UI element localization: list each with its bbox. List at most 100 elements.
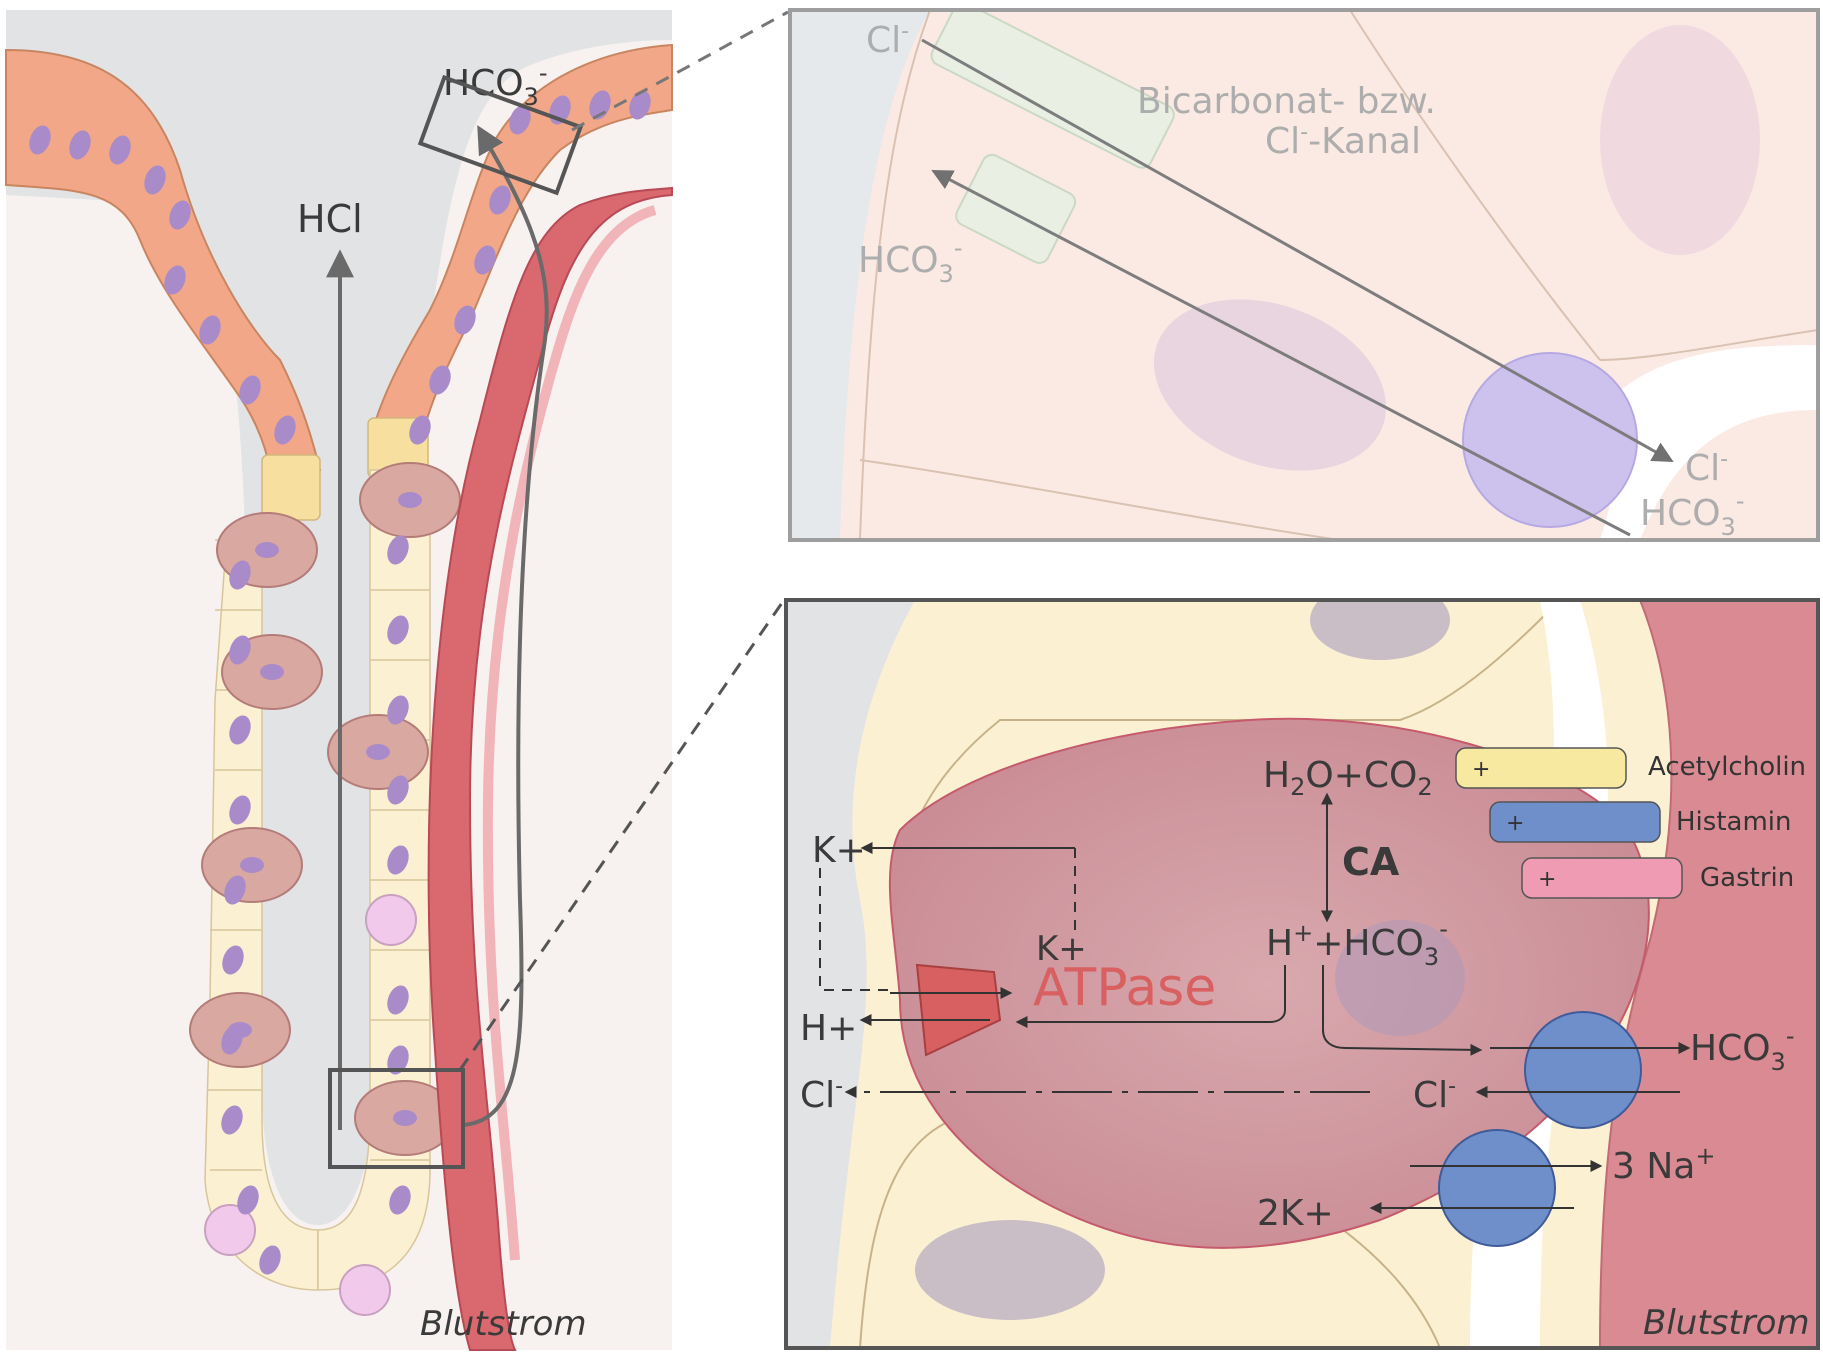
- na-label: 3 Na+: [1612, 1142, 1715, 1187]
- top-lumen: [790, 10, 930, 540]
- cell-nucleus: [164, 265, 186, 295]
- cell-nucleus: [229, 560, 251, 590]
- receptor-label: Acetylcholin: [1648, 752, 1806, 782]
- cell-nucleus: [474, 245, 496, 275]
- top-hco3-left-label: HCO3-: [858, 234, 963, 288]
- top-cl-label: Cl-: [866, 19, 909, 61]
- hco3-out-label: HCO3-: [1690, 1022, 1795, 1076]
- atpase-pump: [915, 963, 1002, 1057]
- left-panel: HCl HCO3- Blutstrom: [5, 10, 789, 1351]
- hco3-secretion-arrow: [931, 170, 1631, 537]
- endocrine-cell: [365, 894, 417, 946]
- receptor-label: Histamin: [1676, 807, 1791, 837]
- bottom-nucleus-low: [915, 1220, 1105, 1320]
- parietal-cell-nucleus: [398, 492, 422, 508]
- cell-nucleus: [387, 985, 409, 1015]
- endocrine-cell: [339, 1264, 391, 1316]
- blood-vessel: [427, 186, 673, 1351]
- cell-nucleus: [229, 635, 251, 665]
- top-cell-border-4: [859, 459, 1341, 540]
- top-cell-border-2: [1349, 10, 1601, 361]
- cell-nucleus: [169, 200, 191, 230]
- cell-nucleus: [239, 375, 261, 405]
- blood-vessel-highlight: [482, 205, 657, 1261]
- receptor-plus-sign: +: [1538, 867, 1556, 892]
- parietal-cell-nucleus: [260, 664, 284, 680]
- receptor-label: Gastrin: [1700, 863, 1794, 893]
- cell-nucleus: [229, 795, 251, 825]
- h-plus-to-pump-path: [1015, 965, 1286, 1028]
- left-blood-label: Blutstrom: [420, 1304, 587, 1344]
- k2-label: 2K+: [1257, 1193, 1334, 1234]
- cell-nucleus: [222, 945, 244, 975]
- cell-nucleus: [221, 1105, 243, 1135]
- cell-nucleus: [387, 775, 409, 805]
- cl-left-label: Cl-: [800, 1074, 843, 1116]
- top-cell-border-3: [1599, 329, 1818, 361]
- atpase-label: ATPase: [1033, 958, 1216, 1018]
- cell-nucleus: [509, 105, 531, 135]
- cell-nuclei: [29, 90, 651, 1275]
- bottom-lumen: [786, 600, 915, 1348]
- hcl-label: HCl: [297, 197, 363, 241]
- bottom-nucleus-top: [1310, 600, 1450, 660]
- cell-nucleus: [224, 875, 246, 905]
- bicarbonate-channel: [930, 10, 1175, 169]
- receptor-box: [1521, 857, 1683, 899]
- cl-uptake-arrow: [921, 38, 1674, 463]
- channel-label-line1: Bicarbonat- bzw.: [1137, 81, 1436, 122]
- cell-nucleus: [259, 1245, 281, 1275]
- cell-nucleus: [409, 415, 431, 445]
- h2o-co2-label: H2O+CO2: [1263, 755, 1433, 801]
- top-cl-right-label: Cl-: [1685, 447, 1728, 489]
- bicarbonate-channel-2: [955, 153, 1077, 264]
- k-plus-dashed-loop-left: [819, 868, 890, 991]
- bottom-panel-frame: [784, 598, 1820, 1350]
- cell-nucleus: [387, 535, 409, 565]
- cell-nucleus: [387, 695, 409, 725]
- top-blood-gap: [1600, 345, 1818, 540]
- cell-nucleus: [389, 1185, 411, 1215]
- receptor-list: +Acetylcholin+Histamin+Gastrin: [1455, 747, 1806, 899]
- channel-label-line2: Cl--Kanal: [1265, 120, 1421, 162]
- cell-nucleus: [629, 90, 651, 120]
- h-hco3-label: H++HCO3-: [1266, 915, 1448, 971]
- ca-label: CA: [1342, 840, 1400, 884]
- neck-cell-left: [261, 454, 321, 521]
- parietal-cell-nucleus: [393, 1110, 417, 1126]
- na-k-pump: [1438, 1129, 1556, 1247]
- top-hco3-right-label: HCO3-: [1640, 487, 1745, 541]
- hco3-cl-exchanger: [1524, 1011, 1642, 1129]
- parietal-cell-nucleus: [255, 542, 279, 558]
- cell-nucleus: [489, 185, 511, 215]
- parietal-cell-nucleus: [366, 744, 390, 760]
- cell-nucleus: [109, 135, 131, 165]
- top-panel-frame: [788, 8, 1820, 542]
- cell-nucleus: [229, 715, 251, 745]
- top-cell-border-1: [859, 10, 931, 540]
- receptor-box: [1489, 801, 1661, 843]
- receptor-plus-sign: +: [1506, 811, 1524, 836]
- endocrine-cell: [204, 1204, 256, 1256]
- cell-nucleus: [144, 165, 166, 195]
- parietal-nucleus: [1335, 920, 1465, 1036]
- zoom-connector-top: [571, 10, 789, 132]
- h-plus-label: H+: [800, 1008, 857, 1049]
- cell-nucleus: [274, 415, 296, 445]
- top-nucleus-1: [1153, 299, 1387, 471]
- cell-nucleus: [69, 130, 91, 160]
- cl-right-label: Cl-: [1413, 1074, 1456, 1116]
- hco3-exit-path: [1322, 965, 1483, 1056]
- cell-nucleus: [387, 845, 409, 875]
- cell-nucleus: [387, 1045, 409, 1075]
- top-nucleus-2: [1600, 25, 1760, 255]
- cell-nucleus: [221, 1025, 243, 1055]
- zoom-box-top: [417, 74, 584, 196]
- k-plus-inner-label: K+: [1036, 929, 1087, 969]
- parietal-cell-nucleus: [240, 857, 264, 873]
- basolateral-exchanger: [1462, 352, 1638, 528]
- cell-nucleus: [387, 615, 409, 645]
- cell-nucleus: [29, 125, 51, 155]
- top-panel: Cl- Bicarbonat- bzw. Cl--Kanal HCO3- Cl-…: [788, 8, 1820, 542]
